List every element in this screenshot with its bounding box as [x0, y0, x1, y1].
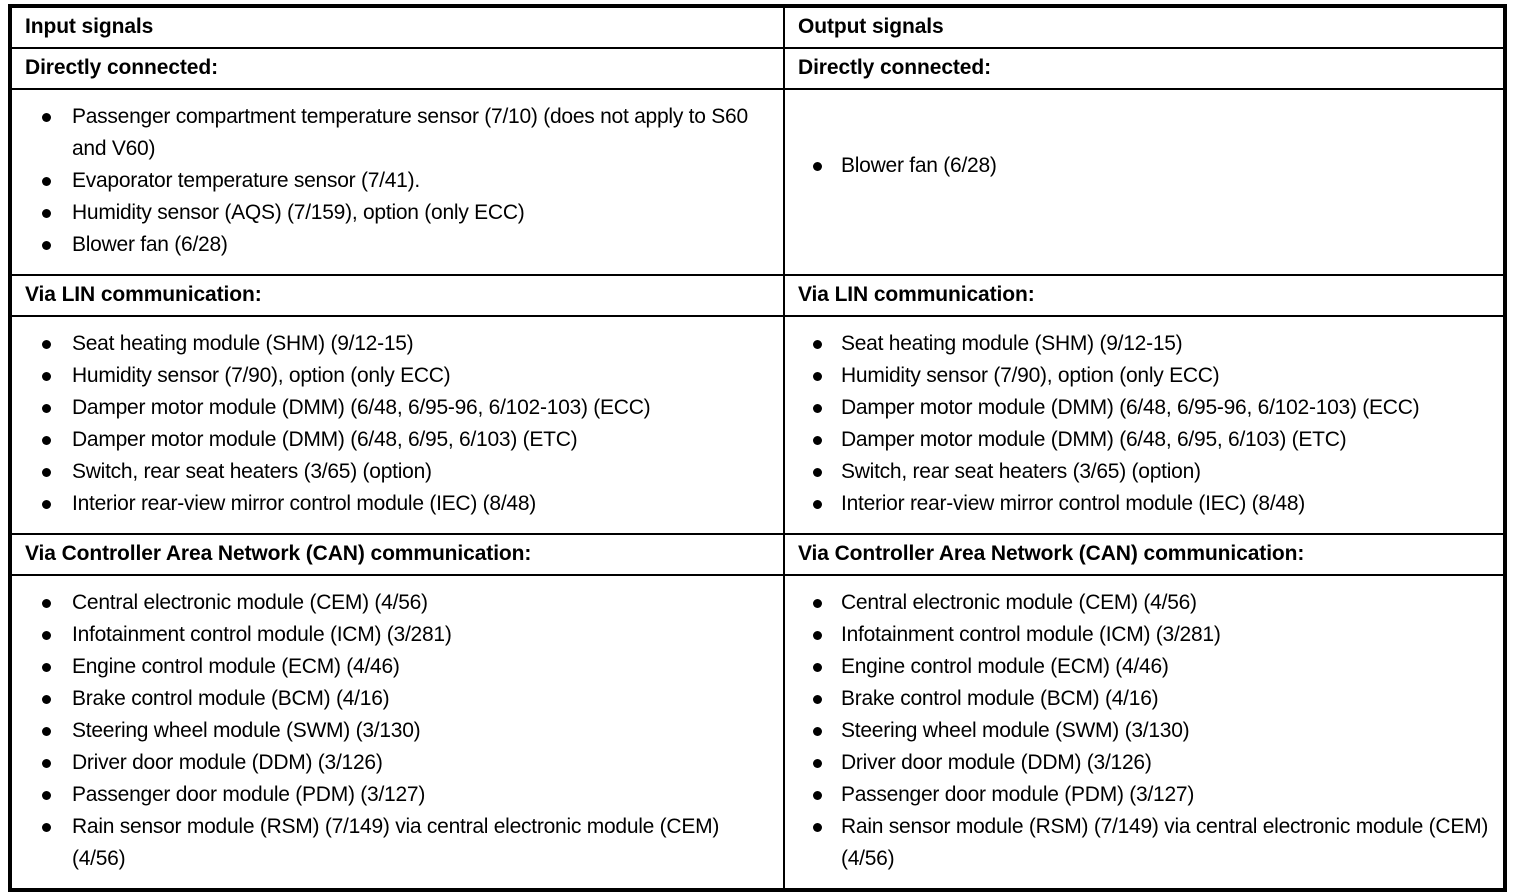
section-heading-row-via-can: Via Controller Area Network (CAN) commun…	[12, 533, 1503, 574]
list-item: Brake control module (BCM) (4/16)	[12, 683, 773, 715]
column-header-input: Input signals	[12, 8, 785, 47]
list-item: Switch, rear seat heaters (3/65) (option…	[785, 456, 1493, 488]
column-title-output-signals: Output signals	[798, 15, 944, 38]
table-header-row: Input signals Output signals	[12, 8, 1503, 47]
section-body-row-via-can: Central electronic module (CEM) (4/56)In…	[12, 574, 1503, 888]
list-item: Switch, rear seat heaters (3/65) (option…	[12, 456, 773, 488]
list-item: Blower fan (6/28)	[785, 150, 1493, 182]
list-item: Central electronic module (CEM) (4/56)	[785, 587, 1493, 619]
section-heading-cell-input-directly-connected: Directly connected:	[12, 49, 785, 88]
section-body-row-via-lin: Seat heating module (SHM) (9/12-15)Humid…	[12, 315, 1503, 533]
section-body-cell-output-via-can: Central electronic module (CEM) (4/56)In…	[785, 576, 1503, 888]
list-item: Humidity sensor (AQS) (7/159), option (o…	[12, 197, 773, 229]
list-item: Steering wheel module (SWM) (3/130)	[785, 715, 1493, 747]
list-item: Passenger door module (PDM) (3/127)	[785, 779, 1493, 811]
list-item: Rain sensor module (RSM) (7/149) via cen…	[12, 811, 773, 875]
signal-table: Input signals Output signals Directly co…	[8, 4, 1507, 892]
list-input-via-lin: Seat heating module (SHM) (9/12-15)Humid…	[12, 317, 783, 533]
list-item: Interior rear-view mirror control module…	[785, 488, 1493, 520]
list-item: Steering wheel module (SWM) (3/130)	[12, 715, 773, 747]
section-heading-cell-input-via-can: Via Controller Area Network (CAN) commun…	[12, 535, 785, 574]
section-heading-cell-input-via-lin: Via LIN communication:	[12, 276, 785, 315]
list-input-via-can: Central electronic module (CEM) (4/56)In…	[12, 576, 783, 888]
column-header-output: Output signals	[785, 8, 1503, 47]
list-item: Rain sensor module (RSM) (7/149) via cen…	[785, 811, 1493, 875]
section-body-cell-input-directly-connected: Passenger compartment temperature sensor…	[12, 90, 785, 274]
list-item: Central electronic module (CEM) (4/56)	[12, 587, 773, 619]
list-item: Driver door module (DDM) (3/126)	[785, 747, 1493, 779]
list-item: Blower fan (6/28)	[12, 229, 773, 261]
section-heading-cell-output-directly-connected: Directly connected:	[785, 49, 1503, 88]
section-heading-output-via-can: Via Controller Area Network (CAN) commun…	[798, 542, 1305, 565]
section-body-cell-input-via-can: Central electronic module (CEM) (4/56)In…	[12, 576, 785, 888]
column-title-input-signals: Input signals	[25, 15, 154, 38]
section-heading-row-via-lin: Via LIN communication: Via LIN communica…	[12, 274, 1503, 315]
section-heading-input-via-can: Via Controller Area Network (CAN) commun…	[25, 542, 532, 565]
list-item: Passenger door module (PDM) (3/127)	[12, 779, 773, 811]
list-item: Damper motor module (DMM) (6/48, 6/95, 6…	[785, 424, 1493, 456]
list-item: Damper motor module (DMM) (6/48, 6/95-96…	[785, 392, 1493, 424]
list-item: Damper motor module (DMM) (6/48, 6/95, 6…	[12, 424, 773, 456]
list-input-directly-connected: Passenger compartment temperature sensor…	[12, 90, 783, 274]
list-item: Humidity sensor (7/90), option (only ECC…	[12, 360, 773, 392]
list-item: Brake control module (BCM) (4/16)	[785, 683, 1493, 715]
list-item: Passenger compartment temperature sensor…	[12, 101, 773, 165]
list-output-via-lin: Seat heating module (SHM) (9/12-15)Humid…	[785, 317, 1503, 533]
list-output-directly-connected: Blower fan (6/28)	[785, 90, 1503, 242]
list-item: Engine control module (ECM) (4/46)	[785, 651, 1493, 683]
list-item: Humidity sensor (7/90), option (only ECC…	[785, 360, 1493, 392]
list-item: Seat heating module (SHM) (9/12-15)	[785, 328, 1493, 360]
section-heading-cell-output-via-lin: Via LIN communication:	[785, 276, 1503, 315]
section-heading-cell-output-via-can: Via Controller Area Network (CAN) commun…	[785, 535, 1503, 574]
list-item: Engine control module (ECM) (4/46)	[12, 651, 773, 683]
section-heading-input-via-lin: Via LIN communication:	[25, 283, 262, 306]
list-item: Evaporator temperature sensor (7/41).	[12, 165, 773, 197]
list-item: Infotainment control module (ICM) (3/281…	[785, 619, 1493, 651]
list-output-via-can: Central electronic module (CEM) (4/56)In…	[785, 576, 1503, 888]
list-item: Damper motor module (DMM) (6/48, 6/95-96…	[12, 392, 773, 424]
list-item: Seat heating module (SHM) (9/12-15)	[12, 328, 773, 360]
section-heading-output-via-lin: Via LIN communication:	[798, 283, 1035, 306]
list-item: Infotainment control module (ICM) (3/281…	[12, 619, 773, 651]
section-body-cell-output-via-lin: Seat heating module (SHM) (9/12-15)Humid…	[785, 317, 1503, 533]
section-heading-output-directly-connected: Directly connected:	[798, 56, 991, 79]
section-heading-row-directly-connected: Directly connected: Directly connected:	[12, 47, 1503, 88]
section-body-cell-input-via-lin: Seat heating module (SHM) (9/12-15)Humid…	[12, 317, 785, 533]
list-item: Interior rear-view mirror control module…	[12, 488, 773, 520]
list-item: Driver door module (DDM) (3/126)	[12, 747, 773, 779]
section-heading-input-directly-connected: Directly connected:	[25, 56, 218, 79]
section-body-row-directly-connected: Passenger compartment temperature sensor…	[12, 88, 1503, 274]
section-body-cell-output-directly-connected: Blower fan (6/28)	[785, 90, 1503, 274]
